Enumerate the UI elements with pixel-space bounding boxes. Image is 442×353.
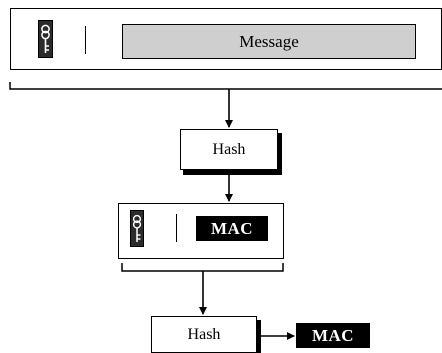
- message-label: Message: [239, 31, 299, 51]
- key-icon: [38, 20, 53, 58]
- final-mac-box: MAC: [296, 323, 370, 348]
- hash-label-1: Hash: [212, 140, 246, 158]
- mac-box: MAC: [196, 216, 268, 241]
- hash-label-2: Hash: [187, 325, 221, 343]
- separator: [85, 26, 86, 54]
- message-box: Message: [122, 24, 416, 59]
- separator-2: [176, 214, 177, 242]
- mac-label: MAC: [210, 218, 254, 238]
- hash-box-2: Hash: [151, 316, 257, 353]
- bracket-middle: [121, 263, 284, 272]
- final-mac-label: MAC: [311, 325, 355, 345]
- bracket-top: [9, 82, 442, 90]
- key-icon-2: [130, 210, 144, 247]
- hash-box-1: Hash: [180, 129, 278, 170]
